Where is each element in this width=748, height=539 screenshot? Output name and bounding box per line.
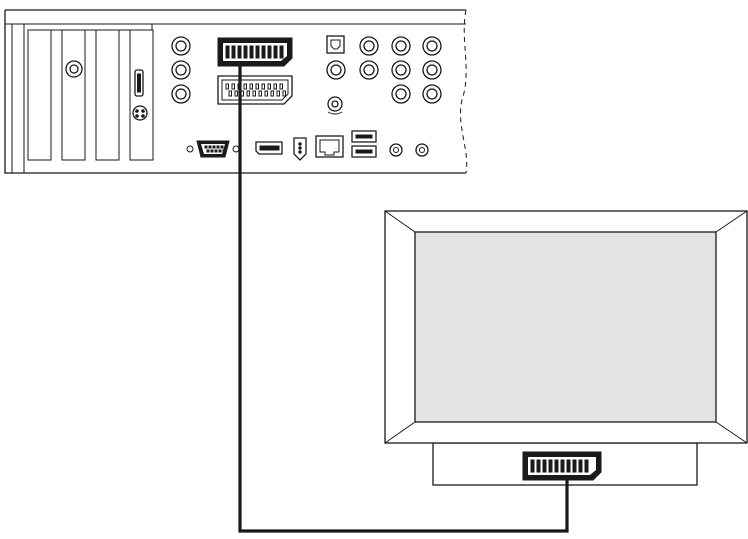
pc-rear-panel [4,9,468,174]
vga-port-icon [186,140,240,158]
connector-pin [258,90,262,97]
connector-pin [530,459,535,473]
connector-pin [282,90,286,97]
scart-input-port [217,75,293,105]
connector-pin [279,45,284,59]
connector-pin [246,90,250,97]
rca-jacks-right [326,36,442,104]
connector-pin [225,83,229,90]
connector-pin [218,149,222,153]
scart-output-port [217,37,293,67]
connector-pin [273,45,278,59]
connector-pin [208,145,212,149]
connector-pin [222,149,226,153]
connector-pin [276,90,280,97]
expansion-slots [27,24,154,161]
connector-pin [536,459,541,473]
connector-pin [210,149,214,153]
connector-pin [237,45,242,59]
firewire-port-icon [293,137,307,161]
connector-pin [261,45,266,59]
connector-pin [206,149,210,153]
connector-pin [554,459,559,473]
connector-pin [279,83,283,90]
connector-pin [231,83,235,90]
scart-cable [238,61,569,533]
hdmi-port-icon [134,69,144,97]
connector-pin [231,45,236,59]
tv-screen [414,231,717,423]
connector-pin [267,83,271,90]
connector-pin [267,45,272,59]
connector-pin [566,459,571,473]
s-video-port-icon [132,105,148,121]
connector-pin [228,90,232,97]
connector-pin [243,83,247,90]
connector-pin [220,145,224,149]
connector-pin [255,83,259,90]
connector-pin [572,459,577,473]
connector-pin [255,45,260,59]
connector-pin [216,145,220,149]
connector-pin [270,90,274,97]
connector-pin [234,90,238,97]
connector-pin [273,83,277,90]
connector-pin [584,459,589,473]
connector-pin [249,45,254,59]
connector-pin [225,45,230,59]
connector-pin [243,45,248,59]
tv-scart-port [522,451,602,481]
connector-pin [214,149,218,153]
connector-pin [212,145,216,149]
usb-ports-icon [351,130,377,158]
rca-jacks-left [171,36,191,104]
connector-pin [560,459,565,473]
connector-pin [249,83,253,90]
mini-jacks-icon [389,143,429,157]
ethernet-port-icon [315,135,344,158]
connector-pin [548,459,553,473]
coax-port-icon [327,96,343,115]
connector-pin [252,90,256,97]
esata-port-icon [255,141,283,155]
audio-jack-icon [65,60,83,78]
optical-port-icon [326,35,345,54]
connector-pin [261,83,265,90]
connector-pin [542,459,547,473]
connector-pin [264,90,268,97]
connector-pin [578,459,583,473]
tv-set [384,210,748,486]
connector-pin [204,145,208,149]
